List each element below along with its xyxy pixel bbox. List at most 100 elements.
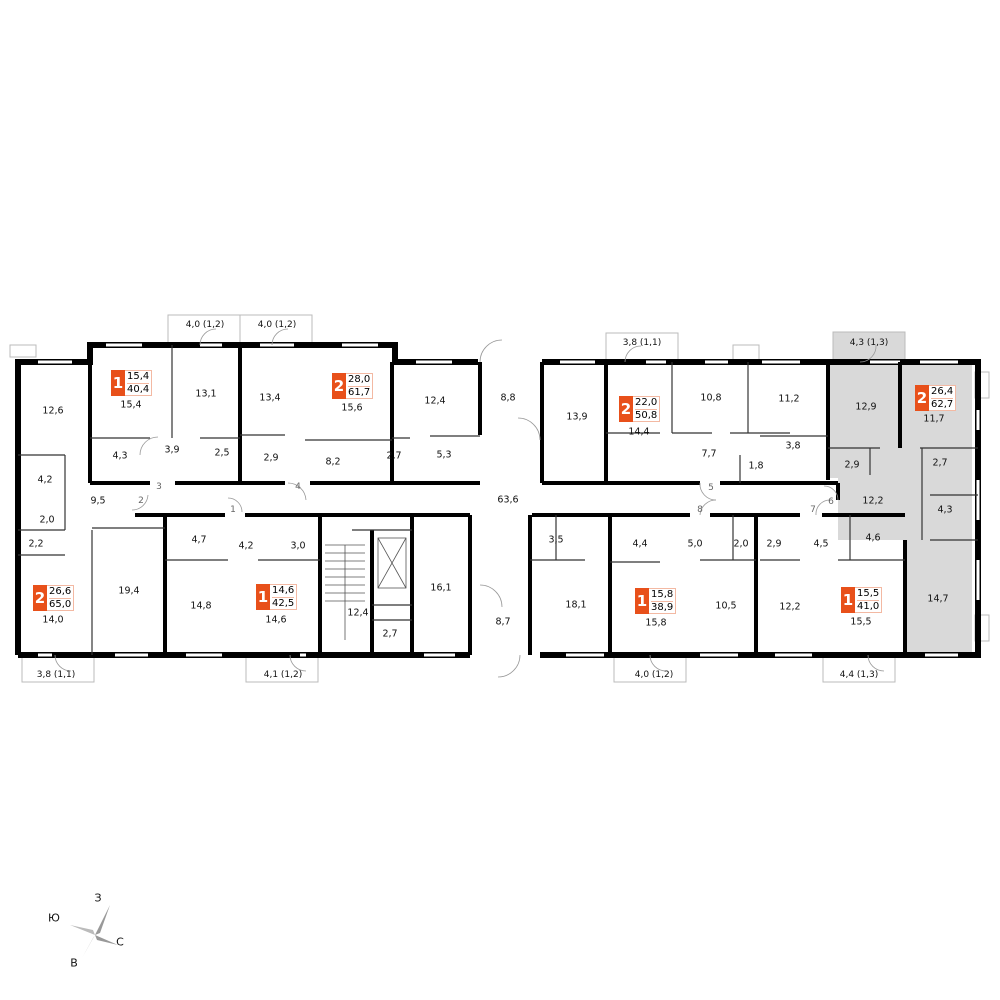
room-area: 14,4 bbox=[628, 426, 650, 438]
room-area: 2,7 bbox=[386, 450, 402, 462]
total-area: 42,5 bbox=[272, 598, 295, 609]
room-area: 2,9 bbox=[766, 538, 782, 550]
door-number: 5 bbox=[708, 483, 714, 493]
total-area: 41,0 bbox=[857, 601, 880, 612]
room-area: 12,4 bbox=[347, 607, 369, 619]
room-count: 2 bbox=[915, 385, 929, 411]
compass-west: З bbox=[94, 891, 102, 905]
highlighted-apartment bbox=[828, 362, 972, 652]
balcony-area: 4,1 (1,2) bbox=[263, 670, 303, 680]
room-area: 2,7 bbox=[382, 628, 398, 640]
room-area: 12,2 bbox=[862, 495, 884, 507]
door-number: 8 bbox=[697, 505, 703, 515]
room-area: 10,5 bbox=[715, 600, 737, 612]
room-area: 15,6 bbox=[341, 402, 363, 414]
door-number: 7 bbox=[810, 505, 816, 515]
stairs bbox=[325, 544, 365, 640]
room-area: 12,6 bbox=[42, 405, 64, 417]
total-area: 62,7 bbox=[931, 399, 954, 410]
balcony-area: 4,4 (1,3) bbox=[839, 670, 879, 680]
room-area: 15,5 bbox=[850, 616, 872, 628]
total-area: 40,4 bbox=[127, 384, 150, 395]
room-count: 1 bbox=[256, 584, 270, 610]
door-swings bbox=[54, 328, 885, 678]
room-area: 5,3 bbox=[436, 449, 452, 461]
room-area: 12,9 bbox=[855, 401, 877, 413]
window-strips bbox=[38, 343, 980, 657]
living-area: 26,4 bbox=[931, 386, 954, 399]
room-area: 13,1 bbox=[195, 388, 217, 400]
room-count: 2 bbox=[33, 585, 47, 611]
room-area: 4,6 bbox=[865, 532, 881, 544]
room-area: 12,2 bbox=[779, 601, 801, 613]
room-area: 8,8 bbox=[500, 392, 516, 404]
room-count: 1 bbox=[111, 370, 125, 396]
room-area: 15,4 bbox=[120, 399, 142, 411]
room-area: 2,0 bbox=[39, 514, 55, 526]
balcony-area: 3,8 (1,1) bbox=[36, 670, 76, 680]
room-area: 3,9 bbox=[164, 444, 180, 456]
room-area: 14,0 bbox=[42, 614, 64, 626]
room-area: 13,9 bbox=[566, 411, 588, 423]
room-area: 2,5 bbox=[214, 447, 230, 459]
room-area: 7,7 bbox=[701, 448, 717, 460]
room-area: 4,2 bbox=[238, 540, 254, 552]
compass-south: Ю bbox=[48, 911, 60, 925]
room-area: 19,4 bbox=[118, 585, 140, 597]
living-area: 14,6 bbox=[272, 585, 295, 598]
room-area: 2,2 bbox=[28, 538, 44, 550]
room-count: 1 bbox=[635, 588, 649, 614]
balcony-area: 4,0 (1,2) bbox=[257, 320, 297, 330]
room-area: 3,0 bbox=[290, 540, 306, 552]
room-area: 4,3 bbox=[112, 450, 128, 462]
living-area: 15,5 bbox=[857, 588, 880, 601]
room-area: 18,1 bbox=[565, 599, 587, 611]
room-area: 3,5 bbox=[548, 534, 564, 546]
compass-rose bbox=[70, 905, 118, 958]
room-area: 14,8 bbox=[190, 600, 212, 612]
total-area: 61,7 bbox=[348, 387, 371, 398]
room-area: 5,0 bbox=[687, 538, 703, 550]
room-area: 63,6 bbox=[497, 494, 519, 506]
door-number: 6 bbox=[828, 497, 834, 507]
room-area: 13,4 bbox=[259, 392, 281, 404]
room-area: 4,4 bbox=[632, 538, 648, 550]
room-area: 10,8 bbox=[700, 392, 722, 404]
living-area: 26,6 bbox=[49, 586, 72, 599]
room-area: 8,2 bbox=[325, 456, 341, 468]
room-area: 11,2 bbox=[778, 393, 800, 405]
balcony-area: 4,0 (1,2) bbox=[185, 320, 225, 330]
room-area: 8,7 bbox=[495, 616, 511, 628]
room-area: 4,7 bbox=[191, 534, 207, 546]
room-area: 15,8 bbox=[645, 617, 667, 629]
room-area: 12,4 bbox=[424, 395, 446, 407]
living-area: 28,0 bbox=[348, 374, 371, 387]
partition-walls bbox=[88, 345, 907, 655]
living-area: 22,0 bbox=[635, 397, 658, 410]
room-area: 14,7 bbox=[927, 593, 949, 605]
total-area: 38,9 bbox=[651, 602, 674, 613]
room-area: 4,2 bbox=[37, 474, 53, 486]
interior-walls bbox=[18, 345, 978, 655]
door-number: 2 bbox=[138, 496, 144, 506]
living-area: 15,8 bbox=[651, 589, 674, 602]
compass-north: В bbox=[70, 956, 78, 970]
room-area: 2,0 bbox=[733, 538, 749, 550]
total-area: 50,8 bbox=[635, 410, 658, 421]
room-count: 2 bbox=[332, 373, 346, 399]
room-area: 2,7 bbox=[932, 457, 948, 469]
room-area: 1,8 bbox=[748, 460, 764, 472]
room-area: 3,8 bbox=[785, 440, 801, 452]
room-count: 1 bbox=[841, 587, 855, 613]
balcony-area: 4,0 (1,2) bbox=[634, 670, 674, 680]
room-area: 4,5 bbox=[813, 538, 829, 550]
